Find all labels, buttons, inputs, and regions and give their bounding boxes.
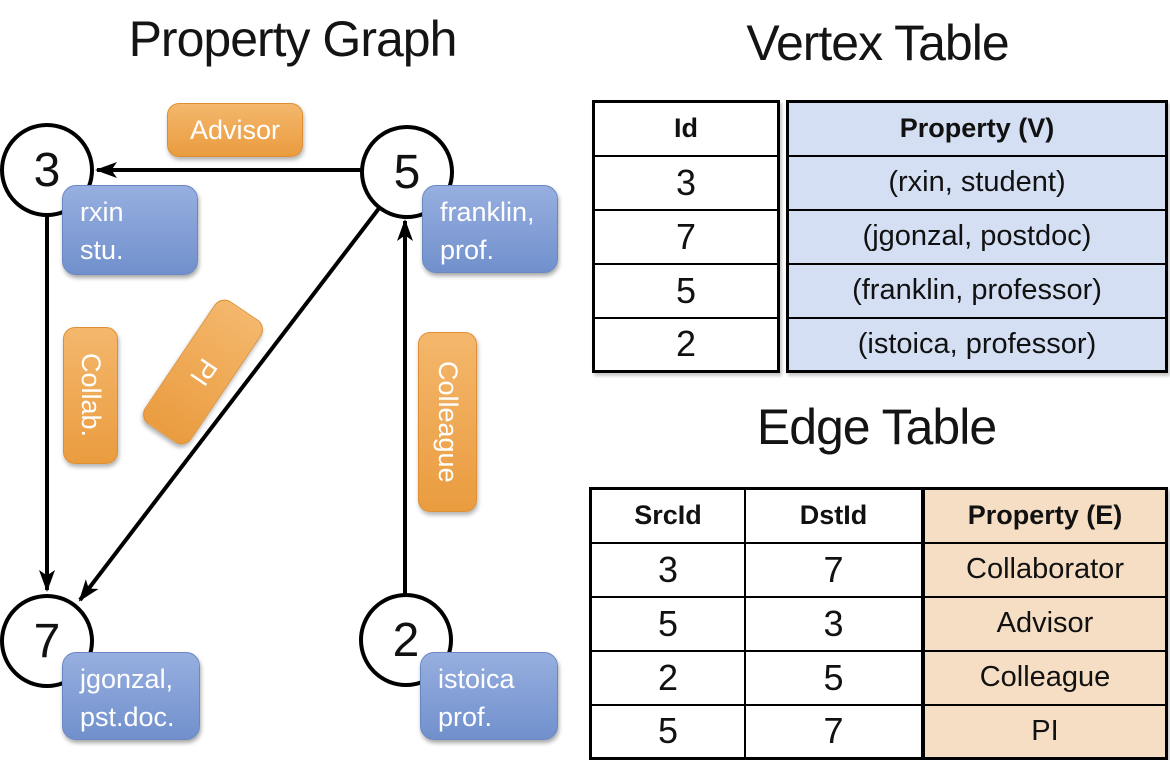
vertex-2-property-line1: istoica: [438, 664, 515, 694]
edge-label-collab: Collab.: [63, 327, 118, 464]
vertex-2-property-box: istoica prof.: [420, 652, 558, 740]
table-row: 5: [592, 262, 780, 319]
table-row: 7: [592, 208, 780, 265]
edge-srcid-cell: 3: [589, 541, 746, 598]
table-row: 3: [592, 154, 780, 211]
vertex-property-cell: (rxin, student): [786, 154, 1168, 211]
vertex-id-header: Id: [592, 100, 780, 157]
edge-srcid-cell: 5: [589, 703, 746, 760]
vertex-property-cell: (franklin, professor): [786, 262, 1168, 319]
edge-srcid-header: SrcId: [589, 487, 746, 544]
vertex-id-cell: 5: [592, 262, 780, 319]
vertex-5-property-box: franklin, prof.: [422, 185, 558, 273]
vertex-id-cell: 7: [592, 208, 780, 265]
table-row: PI: [922, 703, 1168, 760]
edge-table-id-columns: SrcId DstId 3 7 5 3 2 5 5 7: [589, 487, 924, 760]
vertex-node-2-label: 2: [392, 613, 420, 667]
edge-5-to-7-pi: [78, 205, 382, 602]
table-row: Property (E): [922, 487, 1168, 544]
edge-srcid-cell: 2: [589, 649, 746, 706]
vertex-7-property-box: jgonzal, pst.doc.: [62, 652, 200, 740]
table-row: 5 3: [589, 595, 924, 652]
table-row: 5 7: [589, 703, 924, 760]
graph-edges-canvas: [39, 162, 413, 602]
table-row: Advisor: [922, 595, 1168, 652]
table-row: 3 7: [589, 541, 924, 598]
edge-label-colleague-text: Colleague: [433, 361, 463, 483]
vertex-3-property-line1: rxin: [80, 197, 124, 227]
vertex-property-cell: (istoica, professor): [786, 316, 1168, 373]
vertex-node-2: 2: [359, 593, 453, 687]
vertex-id-cell: 2: [592, 316, 780, 373]
vertex-table-title: Vertex Table: [746, 15, 1009, 71]
edge-dstid-header: DstId: [744, 487, 924, 544]
table-row: Collaborator: [922, 541, 1168, 598]
vertex-property-cell: (jgonzal, postdoc): [786, 208, 1168, 265]
table-row: (rxin, student): [786, 154, 1168, 211]
edge-property-cell: Colleague: [922, 649, 1168, 706]
edge-label-collab-text: Collab.: [76, 353, 106, 438]
vertex-property-header: Property (V): [786, 100, 1168, 157]
vertex-node-7-label: 7: [33, 614, 61, 668]
vertex-5-property-line2: prof.: [440, 235, 495, 266]
table-row: Property (V): [786, 100, 1168, 157]
edge-dstid-cell: 5: [744, 649, 924, 706]
table-row: Id: [592, 100, 780, 157]
vertex-id-cell: 3: [592, 154, 780, 211]
edge-table-title: Edge Table: [756, 399, 997, 455]
edge-label-pi-text: PI: [183, 353, 223, 392]
edge-srcid-cell: 5: [589, 595, 746, 652]
edge-property-cell: Advisor: [922, 595, 1168, 652]
edge-property-header: Property (E): [922, 487, 1168, 544]
edge-dstid-cell: 7: [744, 541, 924, 598]
table-row: SrcId DstId: [589, 487, 924, 544]
table-row: Colleague: [922, 649, 1168, 706]
table-row: (jgonzal, postdoc): [786, 208, 1168, 265]
vertex-node-5-label: 5: [393, 145, 421, 199]
vertex-node-5: 5: [360, 125, 454, 219]
table-row: (istoica, professor): [786, 316, 1168, 373]
vertex-table-property-column: Property (V) (rxin, student) (jgonzal, p…: [786, 100, 1168, 373]
vertex-7-property-line2: pst.doc.: [80, 702, 175, 733]
edge-table-property-column: Property (E) Collaborator Advisor Collea…: [922, 487, 1168, 760]
vertex-3-property-box: rxin stu.: [62, 185, 198, 275]
table-row: (franklin, professor): [786, 262, 1168, 319]
table-row: 2: [592, 316, 780, 373]
edge-label-colleague: Colleague: [418, 332, 477, 512]
vertex-7-property-line1: jgonzal,: [80, 664, 174, 694]
vertex-2-property-line2: prof.: [438, 702, 493, 733]
table-row: 2 5: [589, 649, 924, 706]
property-graph-title: Property Graph: [128, 11, 458, 67]
vertex-3-property-line2: stu.: [80, 235, 124, 266]
vertex-table-id-column: Id 3 7 5 2: [592, 100, 780, 373]
edge-property-cell: PI: [922, 703, 1168, 760]
edge-dstid-cell: 7: [744, 703, 924, 760]
edge-label-advisor: Advisor: [167, 103, 303, 157]
vertex-node-3-label: 3: [33, 143, 61, 197]
edge-property-cell: Collaborator: [922, 541, 1168, 598]
vertex-5-property-line1: franklin,: [440, 197, 535, 227]
edge-label-advisor-text: Advisor: [189, 114, 281, 145]
edge-dstid-cell: 3: [744, 595, 924, 652]
